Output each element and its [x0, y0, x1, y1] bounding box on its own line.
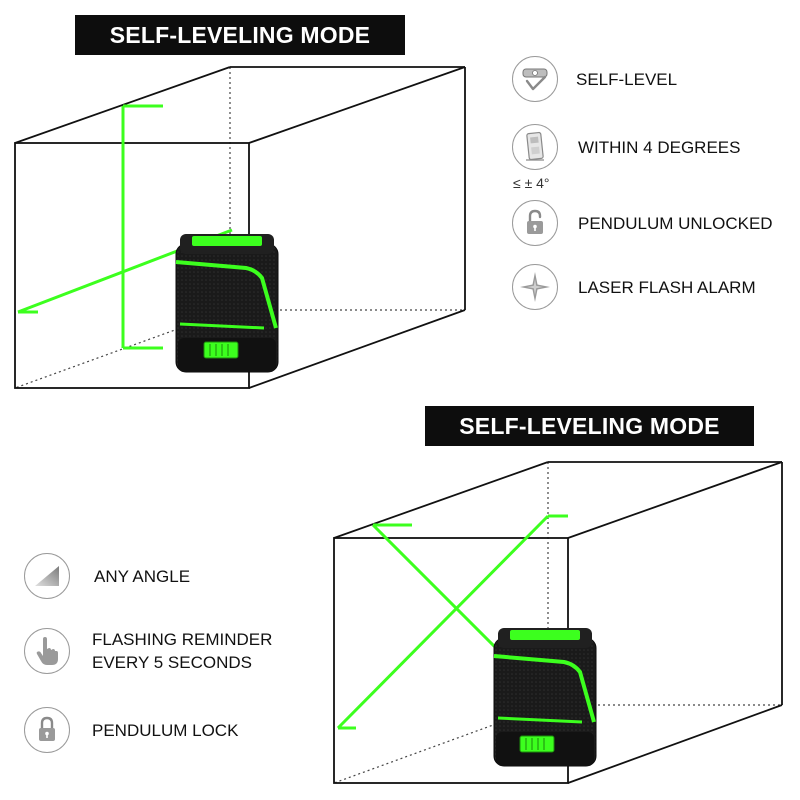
unlocked-padlock-icon: [512, 200, 558, 246]
top-room-hidden-edge: [14, 309, 231, 389]
device-green-trim: [175, 260, 278, 329]
bottom-room-edge: [333, 461, 549, 539]
top-room-edge: [248, 66, 466, 144]
locked-padlock-icon: [24, 707, 70, 753]
device-laser-window: [510, 630, 580, 640]
device-switch: [519, 735, 555, 753]
self-level-icon: [512, 56, 558, 102]
top-laser-device: [175, 234, 279, 373]
top-room-edge: [14, 66, 231, 144]
feature-label: LASER FLASH ALARM: [578, 277, 756, 297]
angle-triangle-icon: [24, 553, 70, 599]
feature-within-degrees: WITHIN 4 DEGREES: [512, 124, 740, 170]
flash-star-icon: [512, 264, 558, 310]
feature-label-line: FLASHING REMINDER: [92, 630, 273, 649]
feature-label: WITHIN 4 DEGREES: [578, 137, 741, 157]
feature-label: PENDULUM UNLOCKED: [578, 213, 773, 233]
feature-label-block: FLASHING REMINDER EVERY 5 SECONDS: [92, 628, 272, 674]
device-green-trim: [493, 654, 596, 723]
pointing-hand-icon: [24, 628, 70, 674]
device-green-trim: [497, 716, 583, 724]
feature-pendulum-unlocked: PENDULUM UNLOCKED: [512, 200, 773, 246]
device-green-trim: [179, 322, 265, 330]
feature-flashing-reminder: FLASHING REMINDER EVERY 5 SECONDS: [24, 628, 272, 674]
top-room-edge: [248, 309, 466, 389]
feature-any-angle: ANY ANGLE: [24, 553, 190, 599]
device-switch: [203, 341, 239, 359]
feature-label: SELF-LEVEL: [576, 69, 678, 89]
bottom-room-edge: [567, 461, 783, 539]
bottom-room-edge: [567, 704, 783, 784]
tilt-device-icon: [512, 124, 558, 170]
diagonal-laser-line: [336, 514, 550, 730]
feature-laser-flash-alarm: LASER FLASH ALARM: [512, 264, 756, 310]
feature-label: PENDULUM LOCK: [92, 720, 239, 740]
bottom-laser-device: [493, 628, 597, 767]
feature-label-line: EVERY 5 SECONDS: [92, 653, 252, 672]
top-room: [14, 66, 466, 389]
feature-pendulum-lock: PENDULUM LOCK: [24, 707, 238, 753]
top-mode-title: SELF-LEVELING MODE: [75, 15, 405, 55]
device-laser-window: [192, 236, 262, 246]
tilt-range-note: ≤ ± 4°: [513, 175, 550, 191]
bottom-mode-title: SELF-LEVELING MODE: [425, 406, 754, 446]
feature-self-level: SELF-LEVEL: [512, 56, 677, 102]
feature-label: ANY ANGLE: [94, 566, 191, 586]
